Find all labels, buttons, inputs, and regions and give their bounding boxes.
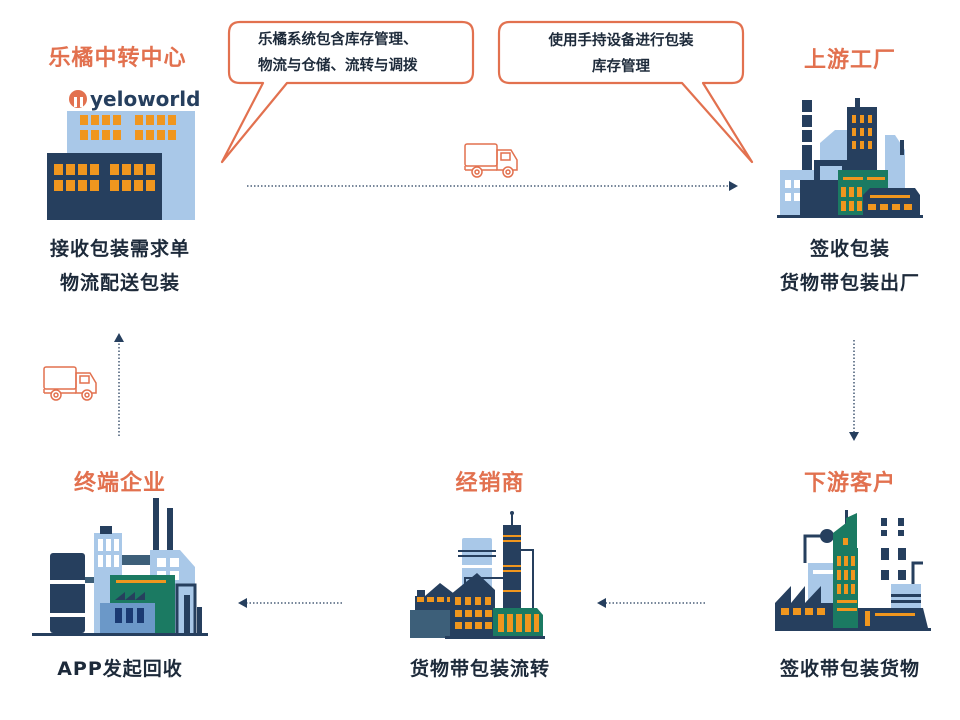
node-desc-line: 签收包装 [809,238,890,260]
truck-icon [464,143,518,178]
node-desc-line: 货物带包装出厂 [779,272,920,294]
node-desc-line: 物流配送包装 [59,272,180,294]
node-desc-line: APP发起回收 [57,658,183,680]
node-desc-center: 接收包装需求单 物流配送包装 [20,232,220,300]
truck-icon [43,366,97,401]
speech-bubble-right: 使用手持设备进行包装 库存管理 [505,28,737,80]
dealer-factory-icon [410,511,545,639]
bubble-left-line: 乐橘系统包含库存管理、 [258,32,418,48]
node-title-terminal: 终端企业 [73,471,166,496]
svg-text:yeloworld: yeloworld [90,87,200,111]
node-desc-upstream: 签收包装 货物带包装出厂 [755,232,945,300]
node-desc-terminal: APP发起回收 [30,652,210,686]
bubble-left-line: 物流与仓储、流转与调拨 [258,58,418,74]
node-desc-line: 货物带包装流转 [409,658,550,680]
downstream-factory-icon [775,510,931,631]
node-desc-downstream: 签收带包装货物 [755,652,945,686]
bubble-right-line: 库存管理 [592,59,650,75]
speech-bubble-right-shape [497,20,754,164]
speech-bubble-left: 乐橘系统包含库存管理、 物流与仓储、流转与调拨 [258,27,468,79]
terminal-factory-icon [32,498,208,636]
node-title-upstream: 上游工厂 [803,48,896,73]
node-desc-line: 接收包装需求单 [49,238,190,260]
bubble-right-line: 使用手持设备进行包装 [548,33,694,49]
yeloworld-logo: yeloworld [69,87,200,111]
node-title-center: 乐橘中转中心 [48,46,187,71]
node-desc-line: 签收带包装货物 [779,658,920,680]
upstream-factory-icon [777,98,923,218]
node-title-downstream: 下游客户 [803,471,896,496]
office-building-icon: yeloworld [47,87,200,220]
node-title-dealer: 经销商 [455,471,525,496]
node-desc-dealer: 货物带包装流转 [375,652,585,686]
